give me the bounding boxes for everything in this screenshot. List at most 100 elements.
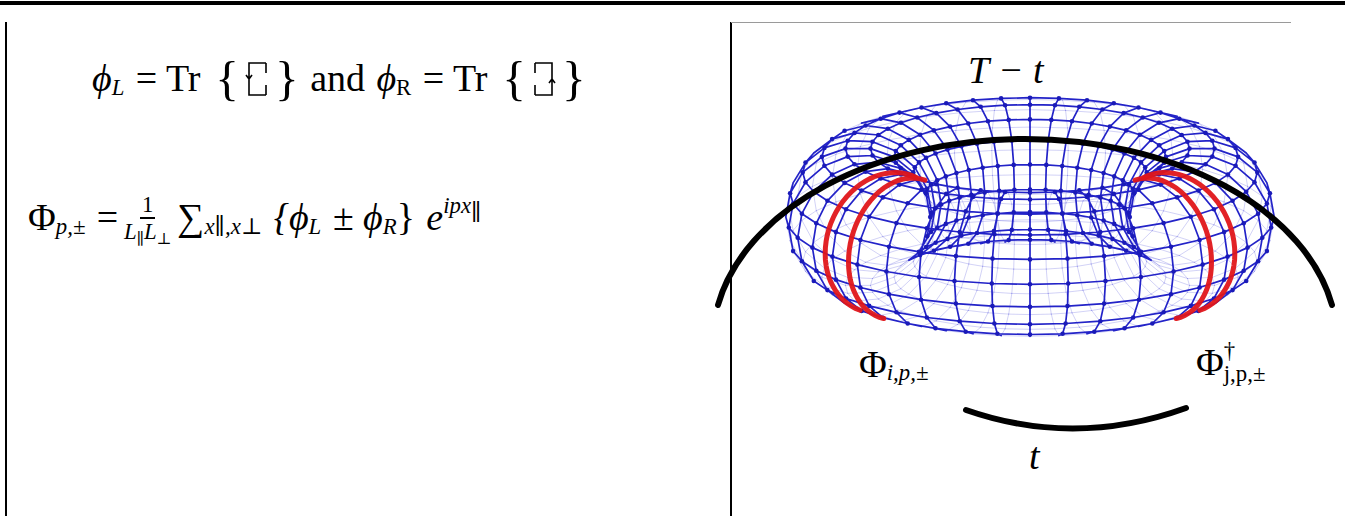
mesh-vertex [1161,221,1166,226]
mesh-vertex [1028,102,1033,107]
mesh-vertex [967,168,972,173]
mesh-vertex [1197,238,1202,243]
mesh-vertex [1197,285,1202,290]
mesh-vertex [1150,201,1155,206]
top-rule [0,1,1345,5]
mesh-vertex [995,211,1000,216]
mesh-vertex [975,231,980,236]
mesh-vertex [1236,155,1241,160]
mesh-vertex [963,329,968,334]
mesh-hidden [786,98,1274,337]
mesh-vertex [1028,212,1033,217]
mesh-vertex [868,146,873,151]
mesh-vertex [1081,231,1086,236]
formula-symbol: e [426,197,443,239]
mesh-vertex [845,138,850,143]
mesh-vertex [1132,156,1137,161]
mesh-vertex [842,129,847,134]
mesh-vertex [944,222,949,227]
mesh-vertex [905,321,910,326]
mesh-vertex [887,244,892,249]
mesh-vertex [1252,160,1257,165]
mesh-vertex [945,237,950,242]
mesh-vertex [1244,189,1249,194]
mesh-vertex [825,199,830,204]
mesh-vertex [966,242,971,247]
mesh-vertex [1060,211,1065,216]
mesh-vertex [1187,146,1192,151]
mesh-vertex [843,146,848,151]
mesh-vertex [925,187,930,192]
mesh-vertex [1070,239,1075,244]
formula-symbol: {ϕ [274,197,309,239]
operator-ring [849,178,925,319]
mesh-vertex [1098,319,1103,324]
mesh-vertex [932,248,937,253]
numerator: 1 [140,192,155,219]
mesh-vertex [1046,228,1051,233]
mesh-vertex [1089,121,1094,126]
mesh-vertex [1127,182,1132,187]
mesh-vertex [997,189,1002,194]
mesh-vertex [982,190,987,195]
mesh-vertex [1121,111,1126,116]
mesh-vertex [955,107,960,112]
mesh-vertex [787,225,792,230]
mesh-vertex [1098,195,1103,200]
mesh-vertex [884,269,889,274]
mesh-vertex [1200,262,1205,267]
mesh-vertex [1245,245,1250,250]
mesh-vertex [1085,195,1090,200]
mesh-vertex [1028,117,1033,122]
mesh-vertex [1006,118,1011,123]
mesh-vertex [986,239,991,244]
mesh-vertex [935,225,940,230]
mesh-vertex [800,259,805,264]
mesh-vertex [1132,191,1137,196]
mesh-vertex [978,105,983,110]
mesh-vertex [1265,249,1270,254]
mesh-vertex [894,310,899,315]
mesh-vertex [1132,245,1137,250]
mesh-vertex [1098,230,1103,235]
mesh-vertex [858,285,863,290]
mesh-vertex [1177,116,1182,121]
mesh-vertex [1157,143,1162,148]
mesh-vertex [812,279,817,284]
mesh-vertex [934,111,939,116]
panel-border [731,22,1291,23]
mesh-vertex [834,277,839,282]
mesh-vertex [955,186,960,191]
formula-symbol: ϕ [92,58,112,100]
mesh-vertex [1028,237,1033,242]
mesh-vertex [1044,210,1049,215]
mesh-vertex [1226,137,1231,142]
mesh-vertex [919,188,924,193]
mesh-vertex [1010,228,1015,233]
mesh-vertex [788,191,793,196]
formula-symbol: ± ϕ [333,197,383,239]
mesh-vertex [905,201,910,206]
formula-symbol: = [97,197,118,239]
mesh-vertex [1066,281,1071,286]
mesh-vertex [1122,206,1127,211]
mesh-vertex [1138,133,1143,138]
mesh-vertex [918,133,923,138]
mesh-vertex [925,234,930,239]
formula-symbol: { [215,52,239,106]
mesh-vertex [907,138,912,143]
mesh-vertex [1100,107,1105,112]
mesh-vertex [996,211,1001,216]
mesh-vertex [939,202,944,207]
mesh-vertex [957,230,962,235]
mesh-vertex [1075,213,1080,218]
mesh-vertex [1089,168,1094,173]
mesh-vertex [1060,164,1065,169]
mesh-vertex [1028,257,1033,262]
mesh-vertex [1169,292,1174,297]
mesh-vertex [1256,211,1261,216]
mesh-vertex [1212,146,1217,151]
mesh-vertex [1175,195,1180,200]
mesh-vertex [1121,178,1126,183]
mesh-vertex [814,269,819,274]
